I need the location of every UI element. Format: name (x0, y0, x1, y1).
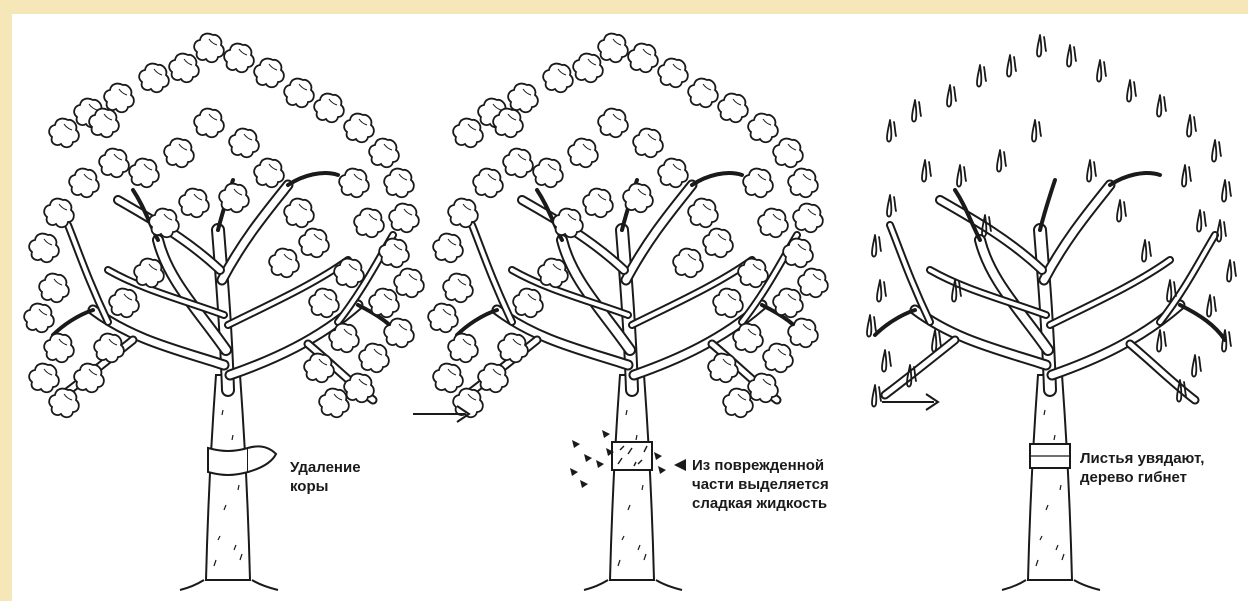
caption-line: Из поврежденной (692, 456, 829, 475)
caption-line: части выделяется (692, 475, 829, 494)
tree-stage-3 (867, 35, 1236, 590)
caption-line: Листья увядают, (1080, 449, 1204, 468)
damaged-bark-band (612, 442, 652, 470)
caption-pointer-arrow (674, 459, 686, 471)
bark-removal-ring (208, 446, 276, 475)
arrow-stage-1-to-2 (413, 406, 469, 422)
caption-line: дерево гибнет (1080, 468, 1204, 487)
caption-line: Удаление (290, 458, 361, 477)
caption-line: сладкая жидкость (692, 494, 829, 513)
caption-stage-2: Из поврежденной части выделяется сладкая… (692, 456, 829, 513)
caption-line: коры (290, 477, 361, 496)
girdled-ring (1030, 444, 1070, 468)
caption-stage-1: Удаление коры (290, 458, 361, 496)
tree-stage-1 (24, 34, 424, 590)
caption-stage-3: Листья увядают, дерево гибнет (1080, 449, 1204, 487)
